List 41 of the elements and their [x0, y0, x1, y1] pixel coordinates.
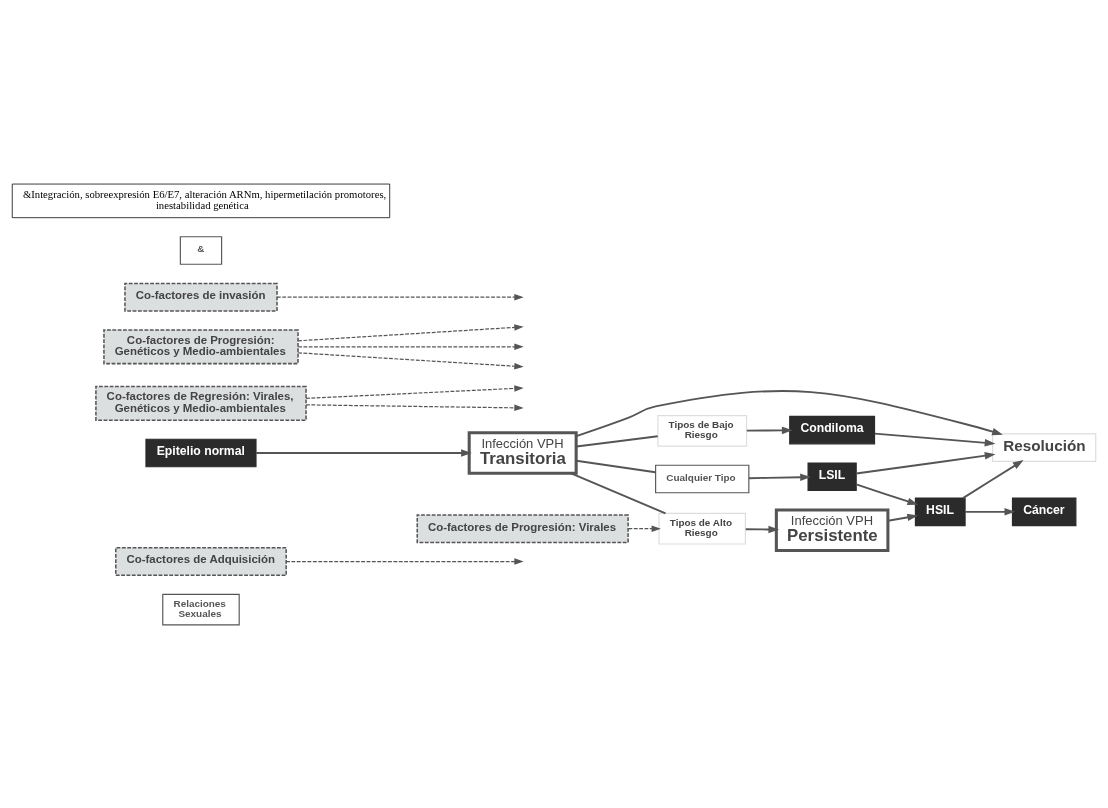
node-box: Tipos de Alto Riesgo: [658, 512, 746, 545]
node-box: LSIL: [807, 461, 857, 491]
arrow: [748, 473, 811, 481]
connector: [570, 471, 667, 514]
node-box: Condiloma: [789, 415, 876, 444]
node-box: Resolución: [992, 432, 1097, 462]
node-box: Co-factores de Regresión: Virales, Genéticos y Medio-ambientales: [95, 385, 307, 421]
node-box: &Integración, sobreexpresión E6/E7, alteración ARNm, hipermetilación promotores, inestabilidad genética: [11, 183, 391, 218]
node-box: HSIL: [914, 497, 966, 526]
arrow: [305, 403, 524, 411]
node-box: Co-factores de invasión: [124, 282, 278, 312]
arrow: [855, 482, 919, 505]
arrow: [297, 343, 524, 350]
arrow: [575, 389, 1003, 437]
connector: [575, 459, 657, 473]
node-box: Co-factores de Progresión: Genéticos y Medio-ambientales: [103, 328, 299, 364]
arrow: [887, 513, 919, 522]
arrow: [962, 459, 1024, 499]
node-box: Infección VPH Persistente: [774, 507, 890, 552]
node-box: Cáncer: [1011, 497, 1077, 526]
arrow: [276, 293, 524, 300]
arrow: [873, 432, 996, 446]
node-box: Infección VPH Transitoria: [467, 430, 578, 475]
arrow: [745, 426, 793, 434]
arrow: [855, 451, 996, 474]
arrow: [297, 323, 524, 341]
node-box: Epitelio normal: [145, 438, 257, 467]
node-box: &: [179, 235, 223, 265]
arrow: [627, 524, 661, 532]
arrow: [297, 351, 524, 369]
node-box: Tipos de Bajo Riesgo: [657, 414, 748, 447]
node-box: Cualquier Tipo: [655, 464, 750, 493]
arrow: [285, 557, 524, 565]
node-box: Relaciones Sexuales: [162, 593, 240, 625]
node-box: Co-factores de Progresión: Virales: [416, 513, 629, 543]
arrow: [255, 448, 472, 457]
arrow: [744, 525, 780, 533]
node-box: Co-factores de Adquisición: [115, 546, 287, 576]
arrow: [305, 384, 524, 399]
connector: [575, 434, 659, 447]
arrow: [964, 507, 1016, 516]
